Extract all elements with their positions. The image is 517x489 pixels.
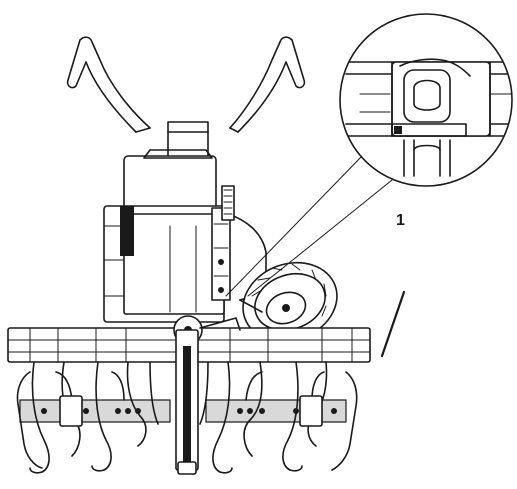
tine-frame — [7, 315, 371, 475]
tines-left — [16, 361, 171, 474]
slash-indicator-icon — [380, 290, 406, 358]
engine-body — [103, 149, 267, 323]
transport-wheel — [239, 261, 338, 343]
callout-leader-lines — [225, 153, 403, 297]
tines-right — [199, 361, 358, 474]
callout-number: 1 — [396, 212, 405, 229]
magnified-detail-circle-icon — [339, 13, 513, 187]
handlebar — [66, 36, 306, 163]
